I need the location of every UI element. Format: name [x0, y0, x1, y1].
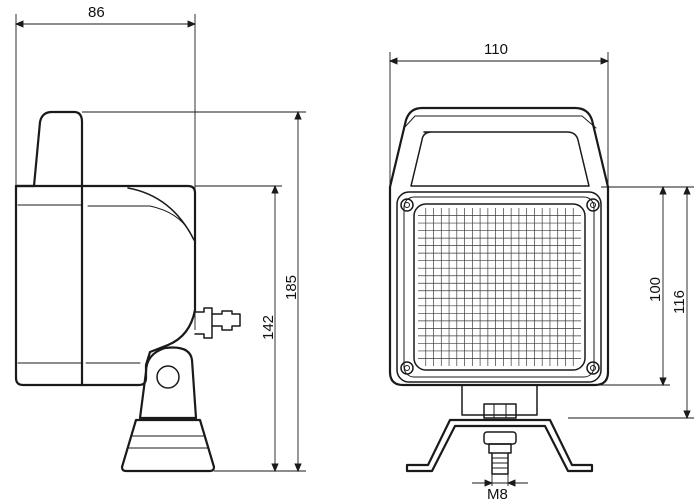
side-housing-contour — [127, 187, 195, 241]
front-view — [388, 106, 610, 475]
side-cable-gland — [194, 307, 241, 339]
dim-label-100: 100 — [647, 277, 664, 302]
front-lens-frame-inner — [403, 196, 595, 378]
front-handle-cutout — [410, 131, 590, 187]
front-lens-grid — [418, 208, 581, 366]
dim-label-116: 116 — [671, 290, 688, 314]
front-screw-bottom-right — [586, 361, 600, 375]
dim-label-m8: M8 — [487, 486, 508, 503]
side-view — [14, 110, 241, 473]
dim-label-86: 86 — [88, 4, 105, 21]
side-bezel — [14, 184, 84, 387]
front-handle-inner — [403, 115, 597, 129]
side-dimensions — [14, 14, 306, 473]
front-screw-top-right — [586, 198, 600, 212]
front-lens-frame — [396, 191, 602, 383]
side-housing-contour-2 — [87, 205, 191, 233]
front-screw-top-left — [400, 198, 414, 212]
side-handle — [14, 110, 84, 188]
front-mount — [405, 384, 594, 475]
front-lens — [413, 203, 586, 371]
side-bracket — [120, 346, 216, 473]
dim-label-185: 185 — [283, 275, 300, 300]
dim-label-110: 110 — [484, 41, 508, 58]
dim-label-142: 142 — [260, 315, 277, 340]
front-screw-bottom-left — [400, 361, 414, 375]
front-dimensions — [388, 52, 694, 487]
